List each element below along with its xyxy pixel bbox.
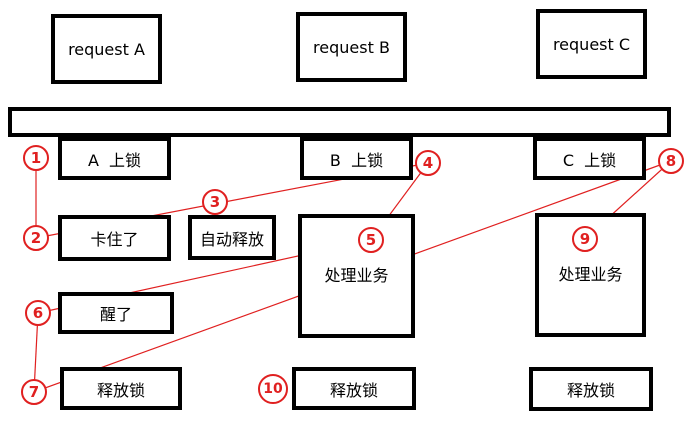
step-marker-5: 5: [358, 227, 384, 253]
line-6-7: [33, 312, 39, 393]
auto-release-label: 自动释放: [199, 229, 264, 249]
step-marker-10: 10: [258, 374, 288, 404]
process-b-label: 处理业务: [324, 266, 389, 285]
step-marker-9: 9: [572, 226, 598, 252]
release-b-box: 释放锁: [292, 367, 416, 410]
step-marker-6: 6: [25, 300, 51, 326]
request-c-box: request C: [536, 9, 647, 79]
release-b-label: 释放锁: [329, 380, 378, 400]
stuck-label: 卡住了: [90, 230, 139, 249]
lock-a-label: A 上锁: [87, 150, 142, 170]
step-marker-3: 3: [202, 189, 228, 215]
lock-c-label: C 上锁: [562, 150, 617, 170]
request-a-label: request A: [68, 39, 145, 59]
lock-b-label: B 上锁: [329, 150, 384, 170]
shared-lock-bar: [8, 107, 671, 137]
wake-label: 醒了: [99, 305, 132, 324]
wake-box: 醒了: [58, 292, 174, 334]
step-marker-7: 7: [21, 379, 47, 405]
request-c-label: request C: [552, 34, 631, 54]
process-b-box: 处理业务: [298, 214, 415, 338]
process-c-box: 处理业务: [535, 213, 646, 337]
request-a-box: request A: [51, 14, 162, 84]
step-marker-2: 2: [23, 225, 49, 251]
step-marker-8: 8: [658, 148, 684, 174]
step-marker-1: 1: [23, 145, 49, 171]
release-c-box: 释放锁: [529, 367, 653, 411]
lock-c-box: C 上锁: [533, 137, 646, 180]
step-marker-4: 4: [415, 150, 441, 176]
request-b-label: request B: [313, 37, 390, 57]
lock-b-box: B 上锁: [300, 137, 413, 180]
release-c-label: 释放锁: [566, 381, 615, 400]
stuck-box: 卡住了: [58, 215, 171, 261]
release-a-label: 释放锁: [96, 380, 145, 400]
request-b-box: request B: [296, 12, 407, 82]
auto-release-box: 自动释放: [188, 215, 276, 260]
release-a-box: 释放锁: [60, 367, 182, 410]
process-c-label: 处理业务: [558, 265, 623, 284]
lock-a-box: A 上锁: [58, 137, 171, 180]
